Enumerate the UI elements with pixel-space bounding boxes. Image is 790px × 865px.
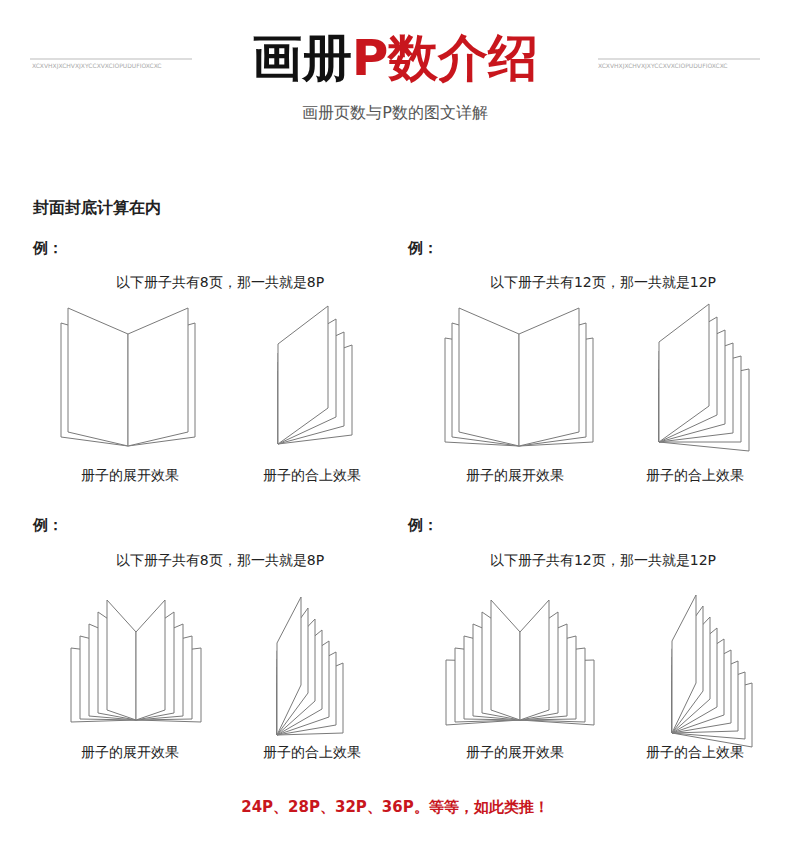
- figure-caption: 册子的合上效果: [646, 467, 744, 484]
- example-caption: 以下册子共有8页，那一共就是8P: [116, 274, 324, 291]
- example-caption: 以下册子共有8页，那一共就是8P: [116, 552, 324, 569]
- figure-caption: 册子的展开效果: [81, 744, 179, 761]
- header-watermark: XCXVHXJXCHVXJXYCCXVXCIOPUDUFIOXCXC: [32, 62, 162, 69]
- example-label: 例：: [33, 239, 63, 257]
- figure-caption: 册子的合上效果: [263, 467, 361, 484]
- example-label: 例：: [408, 516, 438, 534]
- page-sheet: [659, 304, 709, 442]
- example-label: 例：: [33, 516, 63, 534]
- example-label: 例：: [408, 239, 438, 257]
- page-title: 画册P数介绍: [252, 30, 539, 88]
- page-sheet: [68, 308, 128, 446]
- page-sheet: [519, 308, 579, 446]
- figure-caption: 册子的展开效果: [466, 467, 564, 484]
- page-sheet: [277, 597, 301, 735]
- page-sheet: [459, 308, 519, 446]
- section-note: 封面封底计算在内: [33, 198, 161, 217]
- page-sheet: [491, 600, 520, 720]
- page-sheet: [107, 600, 136, 720]
- example-caption: 以下册子共有12页，那一共就是12P: [490, 274, 716, 291]
- page-sheet: [128, 308, 188, 446]
- page-sheet: [136, 600, 165, 720]
- figure-caption: 册子的合上效果: [646, 744, 744, 761]
- figure-caption: 册子的合上效果: [263, 744, 361, 761]
- page-sheet: [672, 595, 696, 733]
- header-rule: [598, 59, 760, 60]
- header-rule: [30, 59, 192, 60]
- subtitle: 画册页数与P数的图文详解: [302, 103, 488, 122]
- figure-caption: 册子的展开效果: [81, 467, 179, 484]
- page-sheet: [278, 306, 328, 444]
- header-watermark: XCXVHXJXCHVXJXYCCXVXCIOPUDUFIOXCXC: [598, 62, 728, 69]
- closing-note: 24P、28P、32P、36P。等等，如此类推！: [241, 798, 548, 816]
- example-caption: 以下册子共有12页，那一共就是12P: [490, 552, 716, 569]
- figure-caption: 册子的展开效果: [466, 744, 564, 761]
- page-sheet: [520, 600, 549, 720]
